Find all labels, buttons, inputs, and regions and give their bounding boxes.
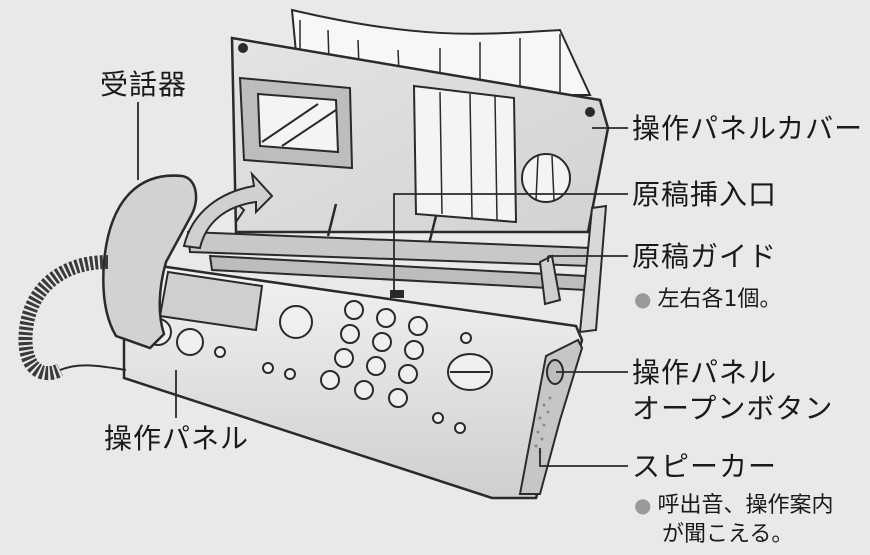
fax-body [122, 264, 584, 500]
bullet-icon: ● [634, 287, 652, 311]
note-document-guide: ●左右各1個。 [634, 284, 781, 315]
note-speaker-line2: が聞こえる。 [662, 522, 794, 547]
label-document-slot: 原稿挿入口 [632, 178, 778, 211]
note-speaker-text-line1: 呼出音、操作案内 [657, 493, 834, 518]
label-control-panel: 操作パネル [104, 422, 250, 455]
label-handset: 受話器 [100, 68, 188, 101]
label-document-guide: 原稿ガイド [632, 240, 778, 273]
note-document-guide-text: 左右各1個。 [657, 287, 782, 312]
bullet-icon: ● [634, 493, 652, 517]
label-open-button-line1: 操作パネル [632, 356, 778, 389]
open-arrow [182, 170, 274, 250]
handset [18, 174, 198, 381]
note-speaker: ●呼出音、操作案内 [634, 490, 833, 521]
label-open-button-line2: オープンボタン [632, 392, 834, 425]
panel-cover [230, 36, 610, 249]
leader-lines [137, 102, 628, 467]
label-speaker: スピーカー [632, 450, 778, 483]
label-panel-cover: 操作パネルカバー [632, 112, 864, 145]
